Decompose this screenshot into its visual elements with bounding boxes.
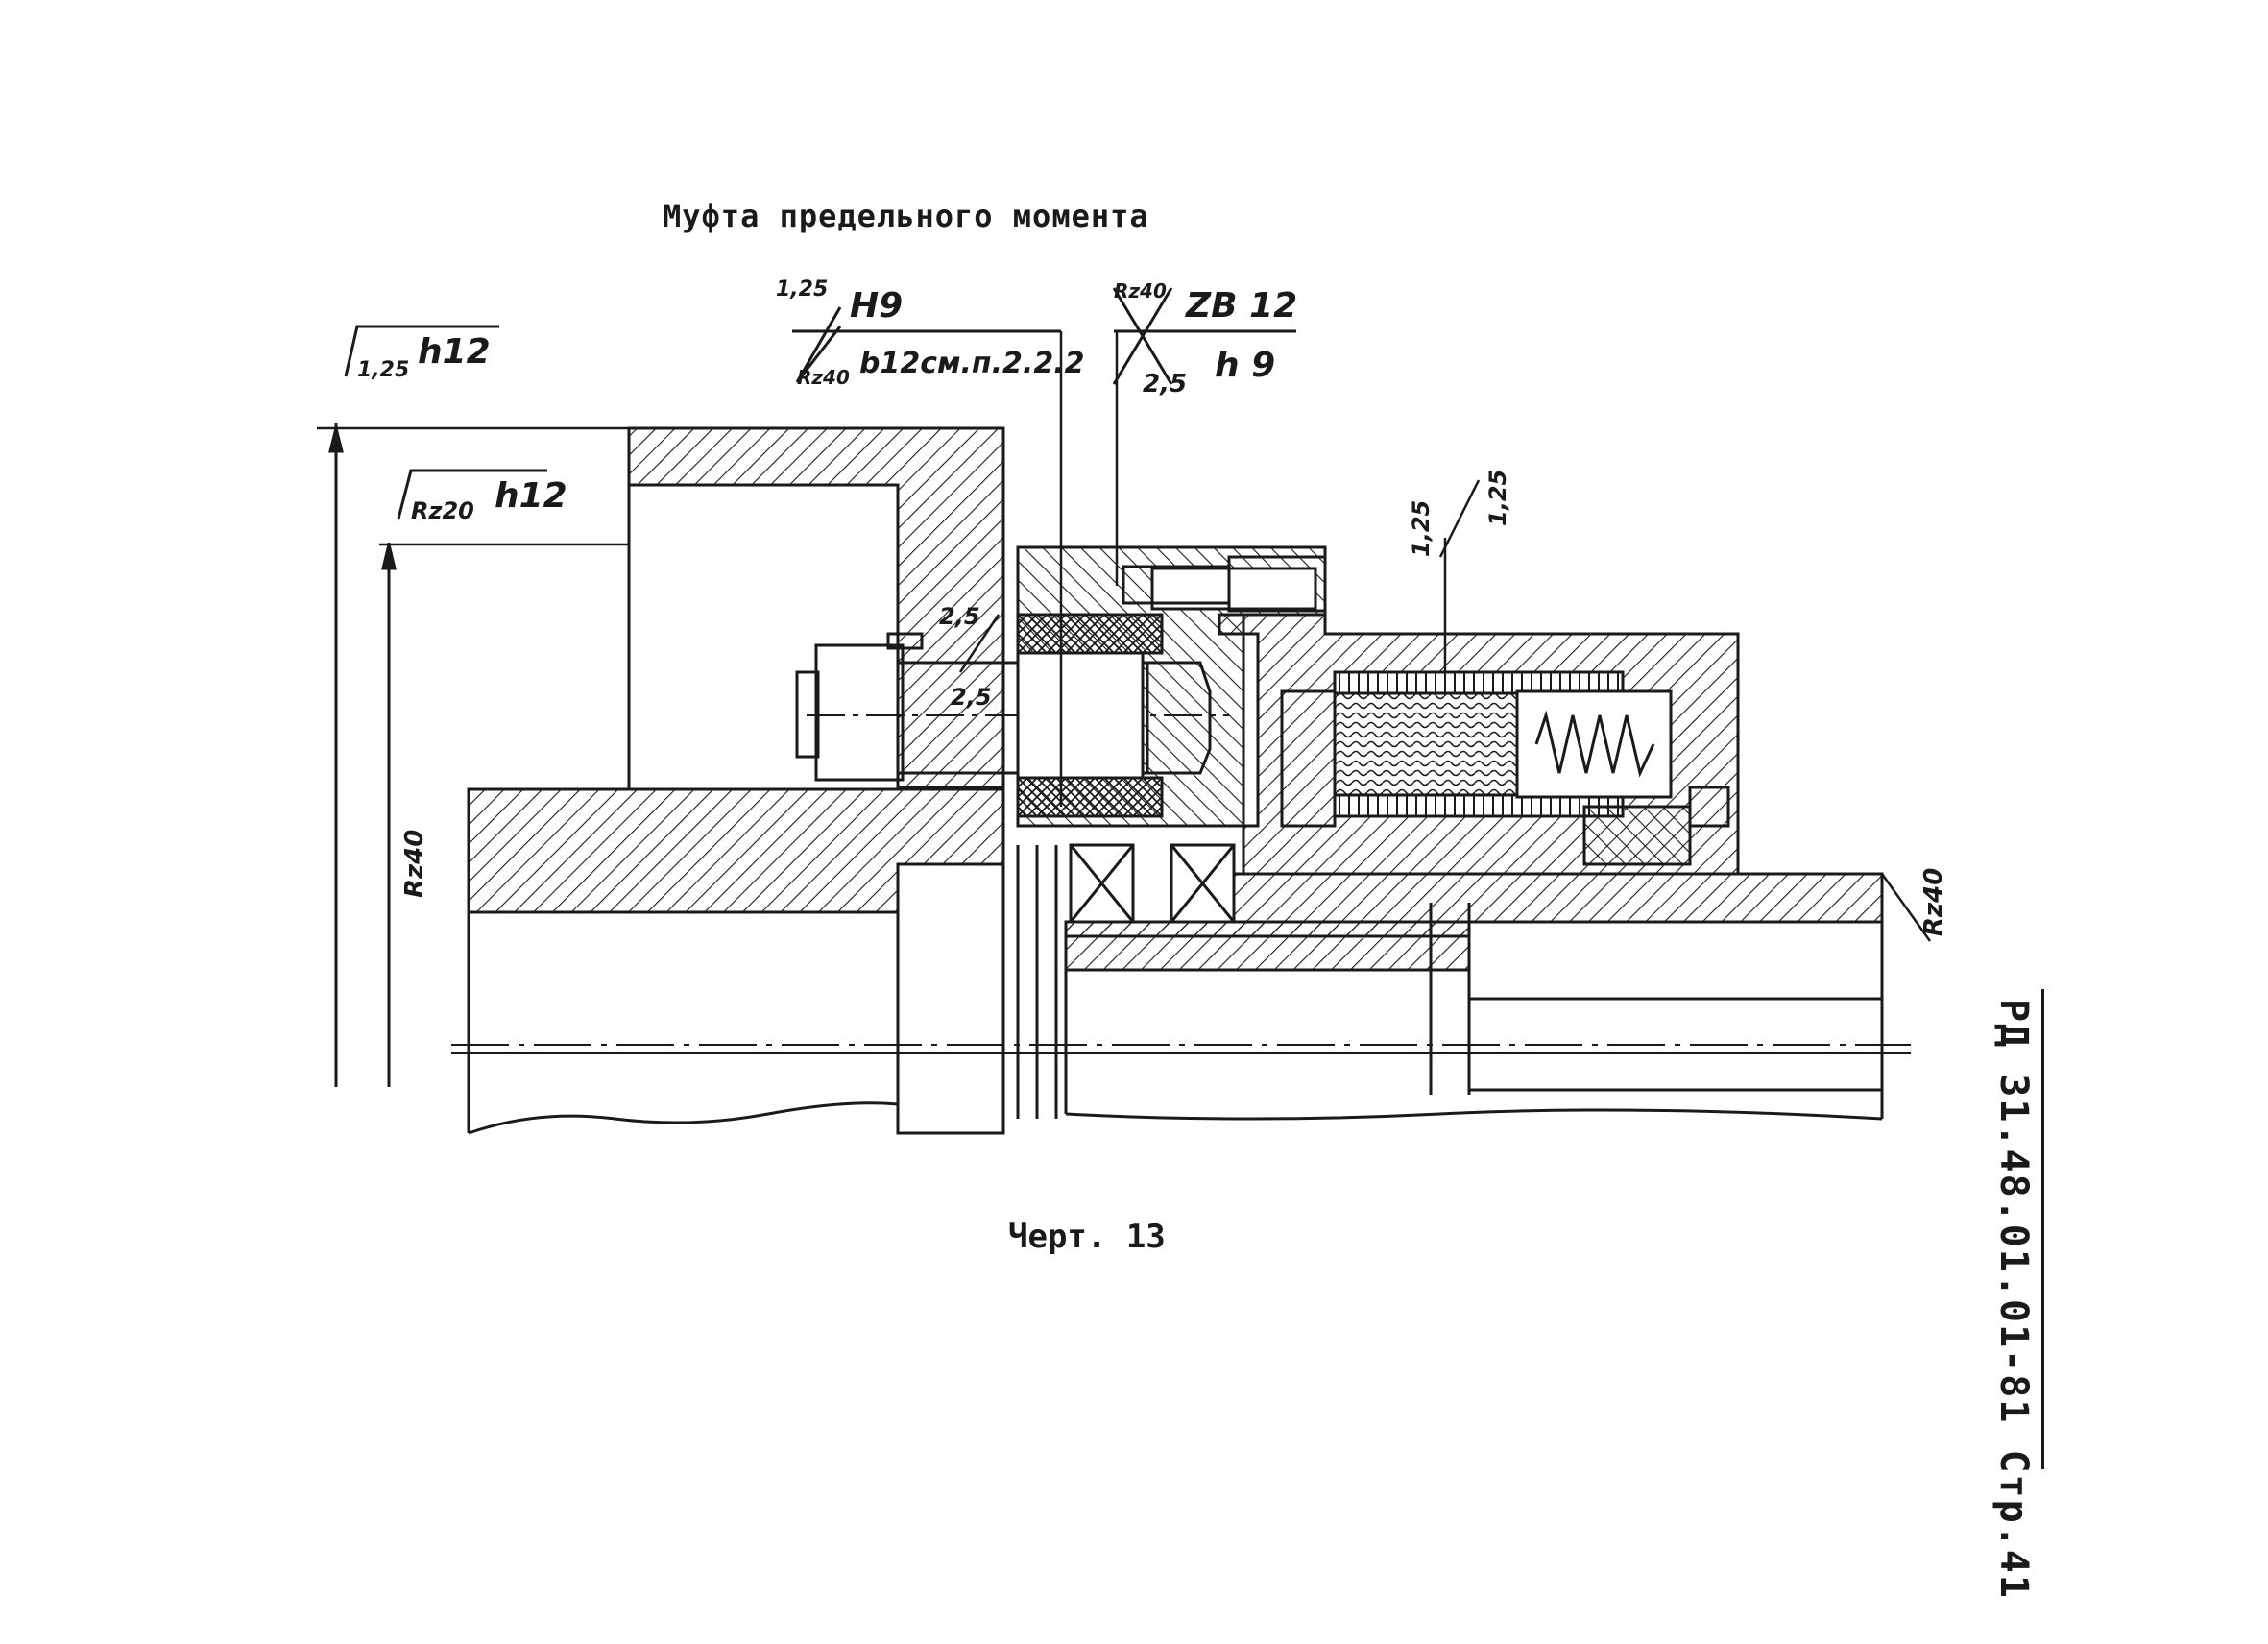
anno-1-roughness: 1,25 [357,358,409,382]
drawing-title: Муфта предельного момента [663,198,1149,234]
anno-4-fit-2: h 9 [1215,346,1275,385]
anno-3-fit: H9 [850,286,903,326]
anno-6-top: 2,5 [939,603,980,630]
anno-5-right: 1,25 [1484,470,1511,526]
side-code-rule [2041,989,2044,1469]
anno-2-roughness: Rz20 [411,497,474,524]
anno-4-fit: ZB 12 [1185,286,1297,326]
anno-5-left: 1,25 [1408,500,1435,557]
spring [1534,710,1655,778]
anno-1-fit: h12 [418,332,491,372]
anno-3-roughness: 1,25 [776,278,828,302]
anno-4-roughness: Rz40 [1114,279,1167,302]
document-side-code: РД 31.48.01.01-81 Стр.41 [1991,999,2036,1600]
anno-6-bottom: 2,5 [951,684,992,711]
anno-8: Rz40 [1919,868,1948,936]
anno-3-fit-2: b12см.п.2.2.2 [859,347,1084,380]
figure-caption: Черт. 13 [1008,1218,1166,1256]
anno-3-roughness-2: Rz40 [797,366,850,389]
anno-4-roughness-2: 2,5 [1143,370,1187,399]
anno-7: Rz40 [400,830,429,898]
anno-2-fit: h12 [495,476,567,516]
